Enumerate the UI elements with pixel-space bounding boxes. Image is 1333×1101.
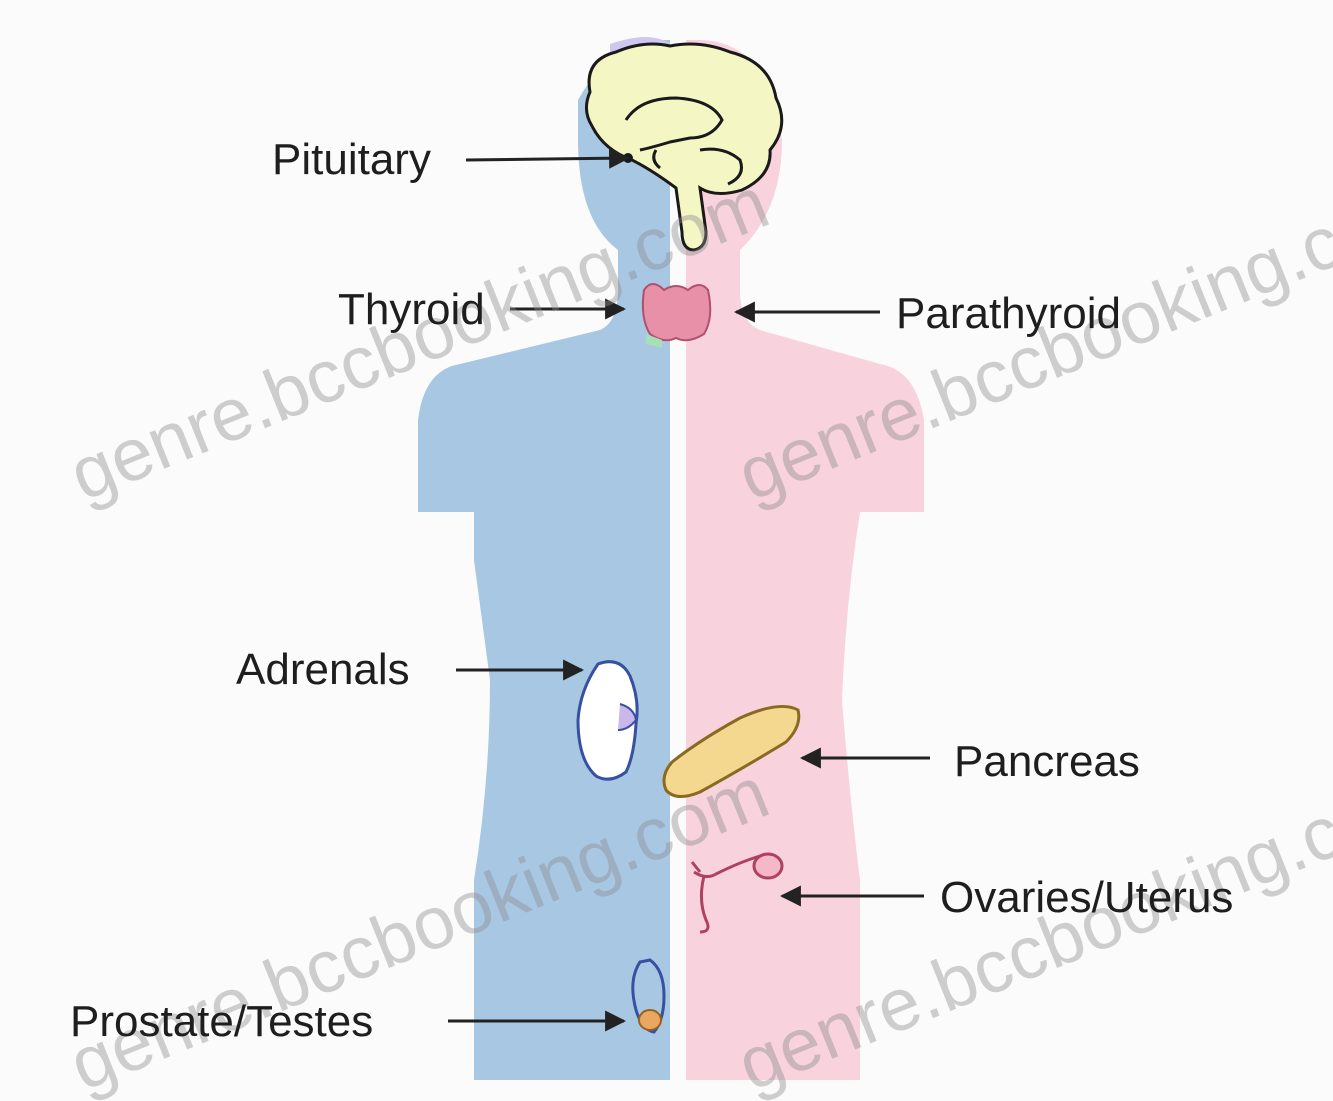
arrow-pituitary (466, 158, 628, 160)
male-body-half (418, 40, 670, 1080)
label-adrenals: Adrenals (236, 648, 410, 692)
label-ovaries-uterus: Ovaries/Uterus (940, 876, 1233, 920)
thyroid-gland (643, 284, 710, 340)
label-parathyroid: Parathyroid (896, 292, 1121, 336)
label-pancreas: Pancreas (954, 740, 1140, 784)
female-body-half (686, 40, 924, 1080)
label-pituitary: Pituitary (272, 138, 431, 182)
label-thyroid: Thyroid (338, 288, 485, 332)
label-prostate-testes: Prostate/Testes (70, 1000, 373, 1044)
